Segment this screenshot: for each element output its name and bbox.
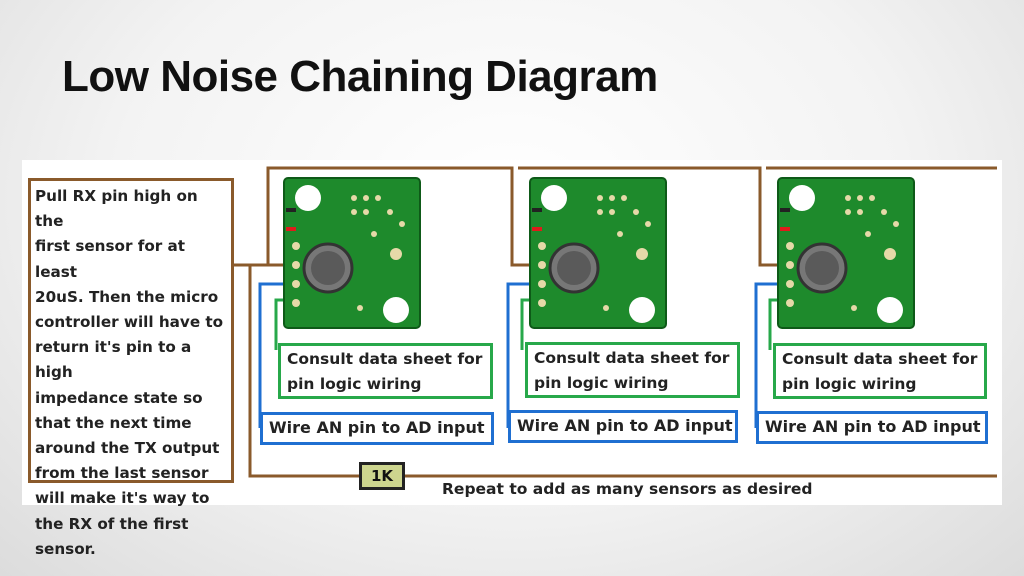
callout-line: pin logic wiring — [287, 375, 422, 393]
callout-line: Consult data sheet for — [534, 349, 730, 367]
pcb-pads — [351, 195, 405, 311]
wiring-svg — [234, 166, 997, 478]
rx-instruction-note: Pull RX pin high on the first sensor for… — [28, 178, 234, 558]
an-wiring-callout-1: Wire AN pin to AD input — [260, 412, 494, 445]
chain-wires — [234, 166, 997, 478]
note-line: first sensor for at least — [35, 237, 186, 281]
note-line: from the last sensor — [35, 464, 209, 483]
logic-wiring-callout-3: Consult data sheet for pin logic wiring — [773, 343, 987, 399]
resistor-1k: 1K — [359, 462, 405, 490]
an-wiring-callout-3: Wire AN pin to AD input — [756, 411, 988, 444]
note-line: sensor. — [35, 539, 96, 558]
callout-line: Consult data sheet for — [287, 350, 483, 368]
return-wire — [248, 265, 997, 478]
chain-wire-2-3 — [518, 166, 782, 267]
callout-line: pin logic wiring — [782, 375, 917, 393]
sensor-board-1 — [283, 177, 421, 329]
note-line: 20uS. Then the micro — [35, 287, 219, 306]
note-line: that the next time — [35, 413, 192, 432]
note-line: Pull RX pin high on the — [35, 187, 198, 231]
note-line: will make it's way to — [35, 489, 210, 508]
an-wires — [258, 282, 782, 428]
callout-line: pin logic wiring — [534, 374, 669, 392]
note-line: return it's pin to a high — [35, 338, 192, 382]
logic-wiring-callout-1: Consult data sheet for pin logic wiring — [278, 343, 493, 399]
chaining-diagram: Pull RX pin high on the first sensor for… — [22, 160, 1002, 558]
note-line: around the TX output — [35, 439, 220, 458]
pin-header — [286, 208, 300, 307]
slide-title: Low Noise Chaining Diagram — [62, 52, 658, 101]
note-line: controller will have to — [35, 313, 224, 332]
sensor-board-2 — [529, 177, 667, 329]
repeat-note: Repeat to add as many sensors as desired — [442, 480, 813, 498]
sensor-board-3 — [777, 177, 915, 329]
note-line: the RX of the first — [35, 514, 189, 533]
note-line: impedance state so — [35, 388, 203, 407]
an-wiring-callout-2: Wire AN pin to AD input — [508, 410, 738, 443]
callout-line: Consult data sheet for — [782, 350, 978, 368]
logic-wiring-callout-2: Consult data sheet for pin logic wiring — [525, 342, 740, 398]
